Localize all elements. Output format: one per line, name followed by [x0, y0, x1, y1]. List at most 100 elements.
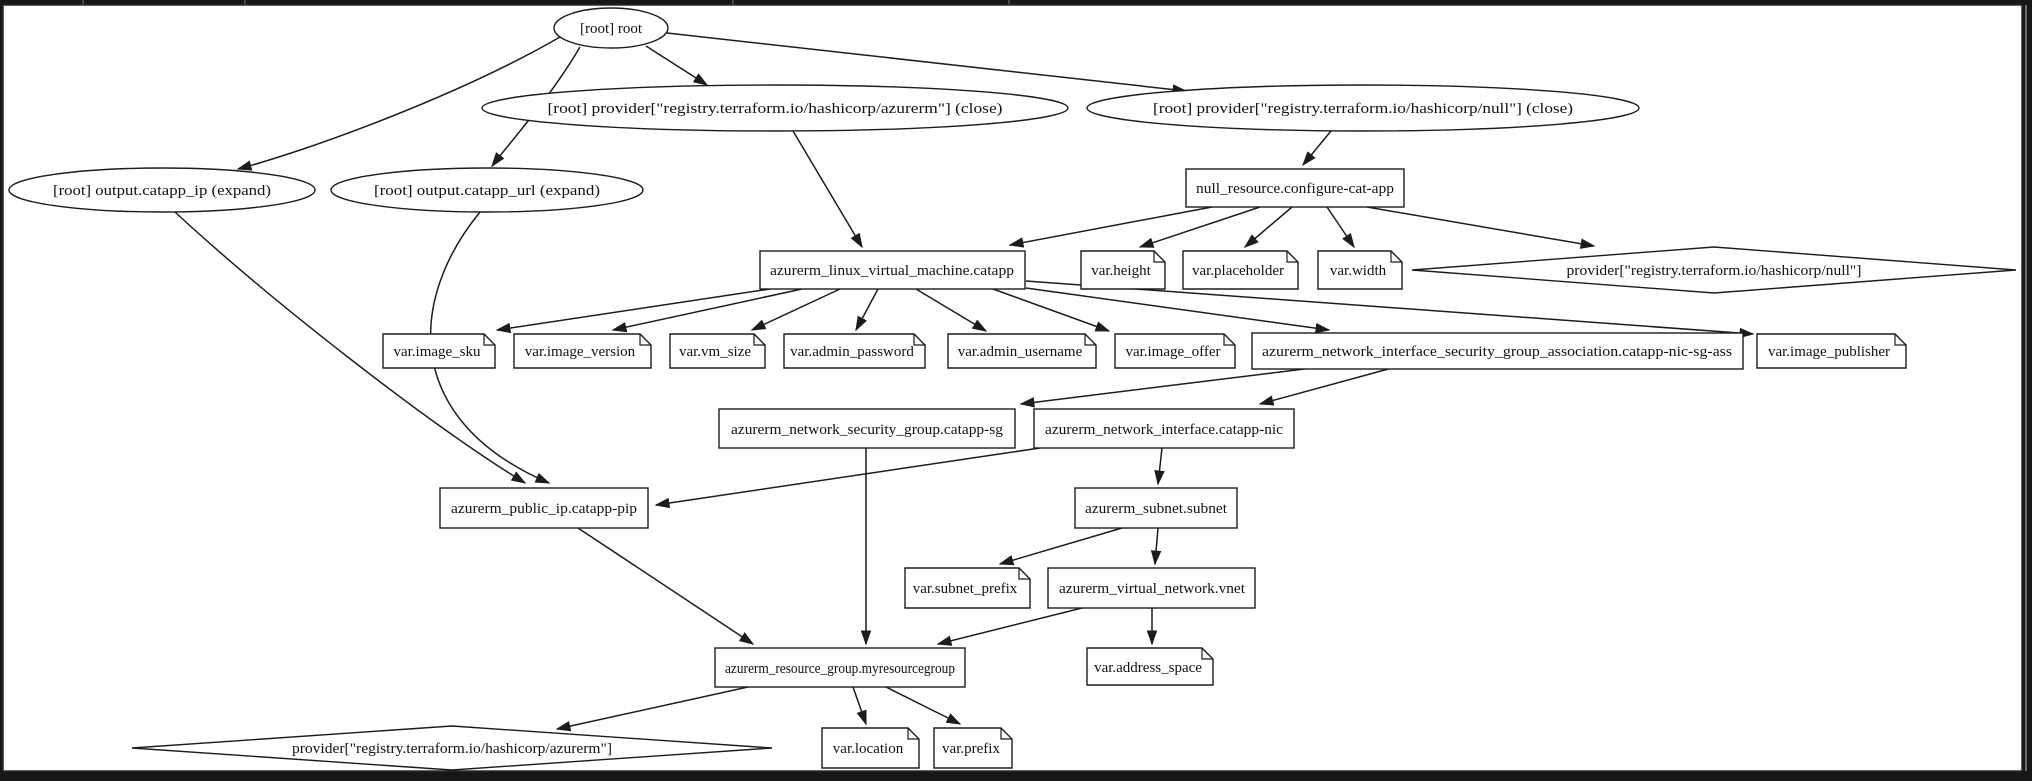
var-admin-password-note — [783, 333, 926, 369]
edges — [174, 32, 1755, 732]
subnet-box — [1074, 487, 1238, 529]
nsg-box — [718, 408, 1016, 449]
provider-azurerm-close-label: [root] provider["registry.terraform.io/h… — [548, 101, 1003, 117]
var-width-fold — [1390, 251, 1402, 263]
resource-group-label: azurerm_resource_group.myresourcegroup — [725, 661, 955, 677]
public-ip-box — [439, 487, 649, 529]
edge-root-to-provider-null-close — [666, 32, 1188, 95]
node-provider-azurerm-close: [root] provider["registry.terraform.io/h… — [481, 84, 1069, 132]
node-provider-azurerm-diamond: provider["registry.terraform.io/hashicor… — [131, 725, 773, 771]
var-prefix-label: var.prefix — [942, 741, 1000, 757]
null-resource-box — [1185, 168, 1405, 208]
var-height-fold — [1153, 251, 1165, 263]
var-width-note — [1317, 250, 1403, 290]
node-var-vm-size: var.vm_size — [669, 333, 766, 369]
provider-azurerm-diamond-label: provider["registry.terraform.io/hashicor… — [292, 741, 612, 757]
var-image-publisher-note — [1756, 333, 1907, 369]
var-image-offer-fold — [1223, 334, 1235, 346]
output-catapp-ip-ellipse — [8, 167, 316, 213]
edge-vm-to-var-image-offer — [992, 288, 1111, 332]
edge-resource-group-to-provider-azurerm-diamond — [555, 686, 749, 732]
var-address-space-note — [1086, 647, 1214, 686]
edge-subnet-to-vnet — [1150, 527, 1162, 566]
top-tab-strip — [82, 0, 1010, 5]
var-location-label: var.location — [833, 741, 904, 757]
edge-null-resource-to-provider-null-diamond — [1366, 206, 1596, 249]
node-var-location: var.location — [821, 727, 920, 769]
var-vm-size-fold — [753, 334, 765, 346]
var-placeholder-note — [1182, 250, 1299, 290]
node-assoc: azurerm_network_interface_security_group… — [1251, 332, 1744, 370]
node-var-subnet-prefix: var.subnet_prefix — [904, 567, 1031, 609]
var-width-label: var.width — [1330, 263, 1387, 279]
node-provider-null-diamond: provider["registry.terraform.io/hashicor… — [1411, 246, 2017, 294]
var-vm-size-note — [669, 333, 766, 369]
edge-resource-group-to-var-prefix — [885, 686, 962, 725]
edge-subnet-to-var-subnet-prefix — [998, 527, 1123, 566]
nic-box — [1033, 408, 1295, 449]
subnet-label: azurerm_subnet.subnet — [1085, 501, 1228, 517]
var-admin-password-fold — [913, 334, 925, 346]
var-admin-password-label: var.admin_password — [790, 344, 914, 360]
node-var-height: var.height — [1080, 250, 1166, 290]
provider-null-diamond-shape — [1411, 246, 2017, 294]
node-var-prefix: var.prefix — [933, 727, 1013, 769]
node-public-ip-catapp-pip: azurerm_public_ip.catapp-pip — [439, 487, 649, 529]
node-var-address-space: var.address_space — [1086, 647, 1214, 686]
nsg-label: azurerm_network_security_group.catapp-sg — [731, 422, 1003, 438]
edge-nic-to-subnet — [1154, 447, 1165, 486]
node-var-image-publisher: var.image_publisher — [1756, 333, 1907, 369]
edge-provider-azurerm-close-to-vm — [792, 130, 863, 249]
var-placeholder-fold — [1286, 251, 1298, 263]
var-height-note — [1080, 250, 1166, 290]
edge-assoc-to-nsg — [1019, 367, 1313, 408]
output-catapp-url-ellipse — [330, 167, 644, 213]
output-catapp-url-label: [root] output.catapp_url (expand) — [374, 183, 600, 199]
edge-null-resource-to-var-width — [1326, 206, 1355, 249]
var-image-version-note — [513, 333, 652, 369]
node-nsg-catapp-sg: azurerm_network_security_group.catapp-sg — [718, 408, 1016, 449]
edge-public-ip-to-resource-group — [577, 527, 755, 645]
output-catapp-ip-label: [root] output.catapp_ip (expand) — [53, 183, 271, 199]
var-prefix-note — [933, 727, 1013, 769]
var-admin-username-note — [947, 333, 1097, 369]
node-output-catapp-ip: [root] output.catapp_ip (expand) — [8, 167, 316, 213]
var-image-sku-fold — [483, 334, 495, 346]
node-var-width: var.width — [1317, 250, 1403, 290]
node-var-admin-username: var.admin_username — [947, 333, 1097, 369]
var-location-fold — [907, 728, 919, 740]
var-admin-username-label: var.admin_username — [958, 344, 1083, 360]
var-image-offer-label: var.image_offer — [1125, 344, 1220, 360]
node-root: [root] root — [553, 7, 669, 49]
edge-null-resource-to-vm — [1008, 206, 1213, 248]
graph-canvas — [2, 4, 2023, 772]
edge-vm-to-var-admin-username — [915, 288, 988, 332]
assoc-label: azurerm_network_interface_security_group… — [1262, 344, 1732, 360]
edge-vm-to-assoc — [1025, 287, 1331, 334]
root-label: [root] root — [580, 21, 643, 37]
edge-vm-to-var-image-sku — [495, 288, 771, 334]
var-image-version-fold — [639, 334, 651, 346]
nic-label: azurerm_network_interface.catapp-nic — [1045, 422, 1283, 438]
var-image-publisher-fold — [1894, 334, 1906, 346]
edge-resource-group-to-var-location — [852, 686, 867, 726]
node-var-admin-password: var.admin_password — [783, 333, 926, 369]
node-var-image-version: var.image_version — [513, 333, 652, 369]
vm-catapp-label: azurerm_linux_virtual_machine.catapp — [770, 263, 1014, 279]
var-location-note — [821, 727, 920, 769]
edge-output-ip-to-public-ip — [174, 211, 527, 484]
var-address-space-fold — [1201, 648, 1213, 660]
var-image-offer-note — [1114, 333, 1236, 369]
node-provider-null-close: [root] provider["registry.terraform.io/h… — [1086, 84, 1640, 132]
edge-vm-to-var-image-version — [611, 288, 803, 333]
edge-null-resource-to-var-placeholder — [1243, 206, 1293, 248]
edge-null-resource-to-var-height — [1138, 206, 1261, 248]
var-subnet-prefix-label: var.subnet_prefix — [913, 581, 1018, 597]
node-output-catapp-url: [root] output.catapp_url (expand) — [330, 167, 644, 213]
node-vnet-vnet: azurerm_virtual_network.vnet — [1047, 567, 1256, 609]
var-image-sku-note — [382, 333, 496, 369]
vnet-box — [1047, 567, 1256, 609]
var-image-version-label: var.image_version — [525, 344, 636, 360]
edge-assoc-to-nic — [1258, 367, 1393, 406]
